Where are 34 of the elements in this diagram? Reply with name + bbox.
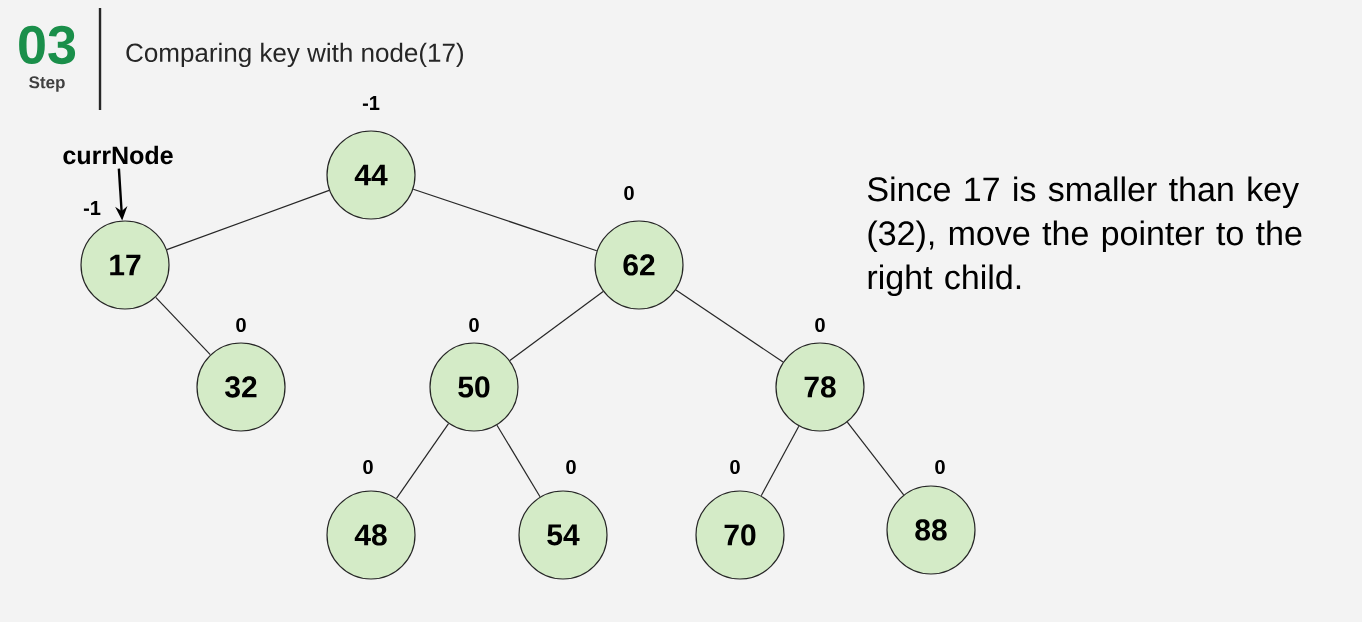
- tree-node: 70: [695, 490, 785, 580]
- balance-factor: 0: [363, 459, 373, 475]
- balance-factor: 0: [236, 317, 246, 333]
- tree-edge: [166, 189, 330, 251]
- pointer-label: currNode: [63, 145, 173, 165]
- tree-edge: [395, 423, 450, 499]
- balance-factor: 0: [566, 459, 576, 475]
- tree-node: 48: [326, 490, 416, 580]
- tree-edge: [846, 421, 905, 496]
- step-number: 03: [19, 25, 76, 65]
- tree-edge: [509, 290, 604, 362]
- tree-node: 50: [429, 342, 519, 432]
- tree-edge: [496, 424, 541, 498]
- balance-factor: 0: [815, 317, 825, 333]
- balance-factor: 0: [730, 459, 740, 475]
- tree-node: 78: [775, 342, 865, 432]
- tree-edge: [412, 188, 598, 252]
- tree-node: 54: [518, 490, 608, 580]
- title: Comparing key with node(17): [126, 42, 463, 68]
- explanation-text: Since 17 is smaller than key (32), move the pointer to the right child.: [867, 176, 1302, 297]
- tree-node: 32: [196, 342, 286, 432]
- balance-factor: 0: [469, 317, 479, 333]
- tree-edge: [760, 425, 800, 497]
- tree-node: 44: [326, 130, 416, 220]
- balance-factor: -1: [83, 201, 101, 215]
- tree-edge: [675, 289, 784, 363]
- balance-factor: 0: [624, 185, 634, 201]
- tree-node: 88: [886, 485, 976, 575]
- step-caption: Step: [29, 76, 65, 92]
- tree-edge: [155, 296, 211, 356]
- balance-factor: -1: [362, 96, 380, 110]
- balance-factor: 0: [935, 459, 945, 475]
- tree-node: 62: [594, 220, 684, 310]
- tree-node: 17: [80, 220, 170, 310]
